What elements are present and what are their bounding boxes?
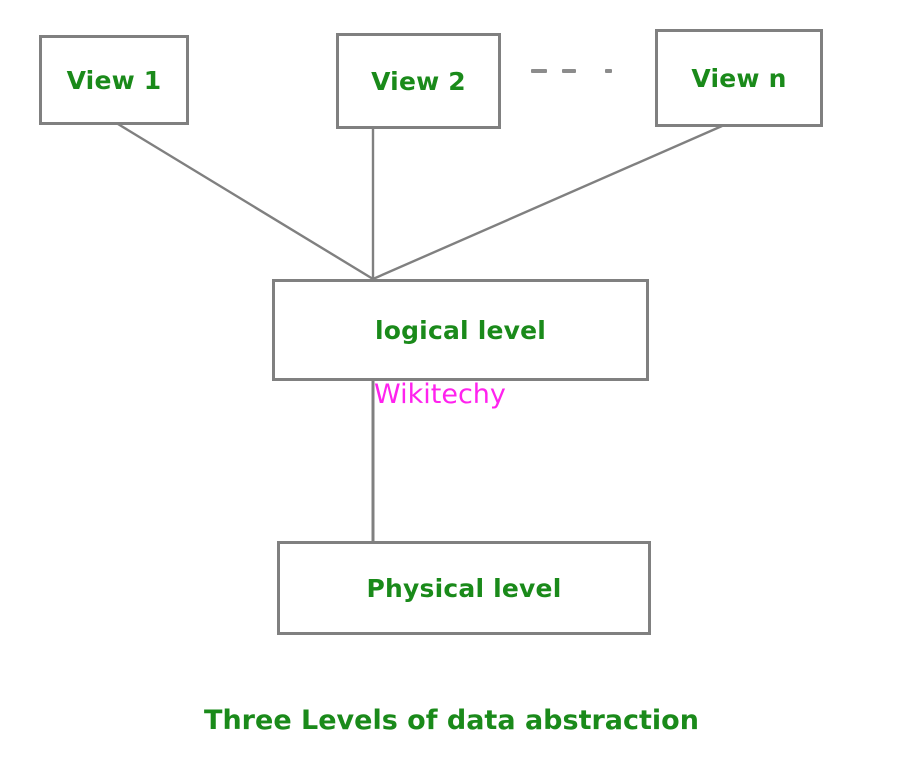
node-physical-level-label: Physical level — [366, 573, 562, 603]
node-physical-level[interactable]: Physical level — [277, 541, 651, 635]
node-view-2-label: View 2 — [371, 66, 466, 96]
node-view-1-label: View 1 — [66, 65, 162, 95]
node-view-n-label: View n — [691, 63, 787, 93]
node-view-1[interactable]: View 1 — [39, 35, 189, 125]
watermark-text: Wikitechy — [374, 379, 506, 410]
node-logical-level[interactable]: logical level — [272, 279, 649, 381]
diagram-caption: Three Levels of data abstraction — [204, 705, 699, 736]
ellipsis-dash-2 — [562, 69, 576, 73]
ellipsis-dash-1 — [531, 69, 547, 73]
edge-viewn-to-logical — [371, 124, 724, 281]
node-logical-level-label: logical level — [374, 315, 547, 345]
ellipsis-dash-3 — [605, 69, 612, 73]
node-view-2[interactable]: View 2 — [336, 33, 501, 129]
node-view-n[interactable]: View n — [655, 29, 823, 127]
dashed-ellipsis-icon — [525, 64, 625, 78]
edge-view1-to-logical — [116, 122, 375, 281]
